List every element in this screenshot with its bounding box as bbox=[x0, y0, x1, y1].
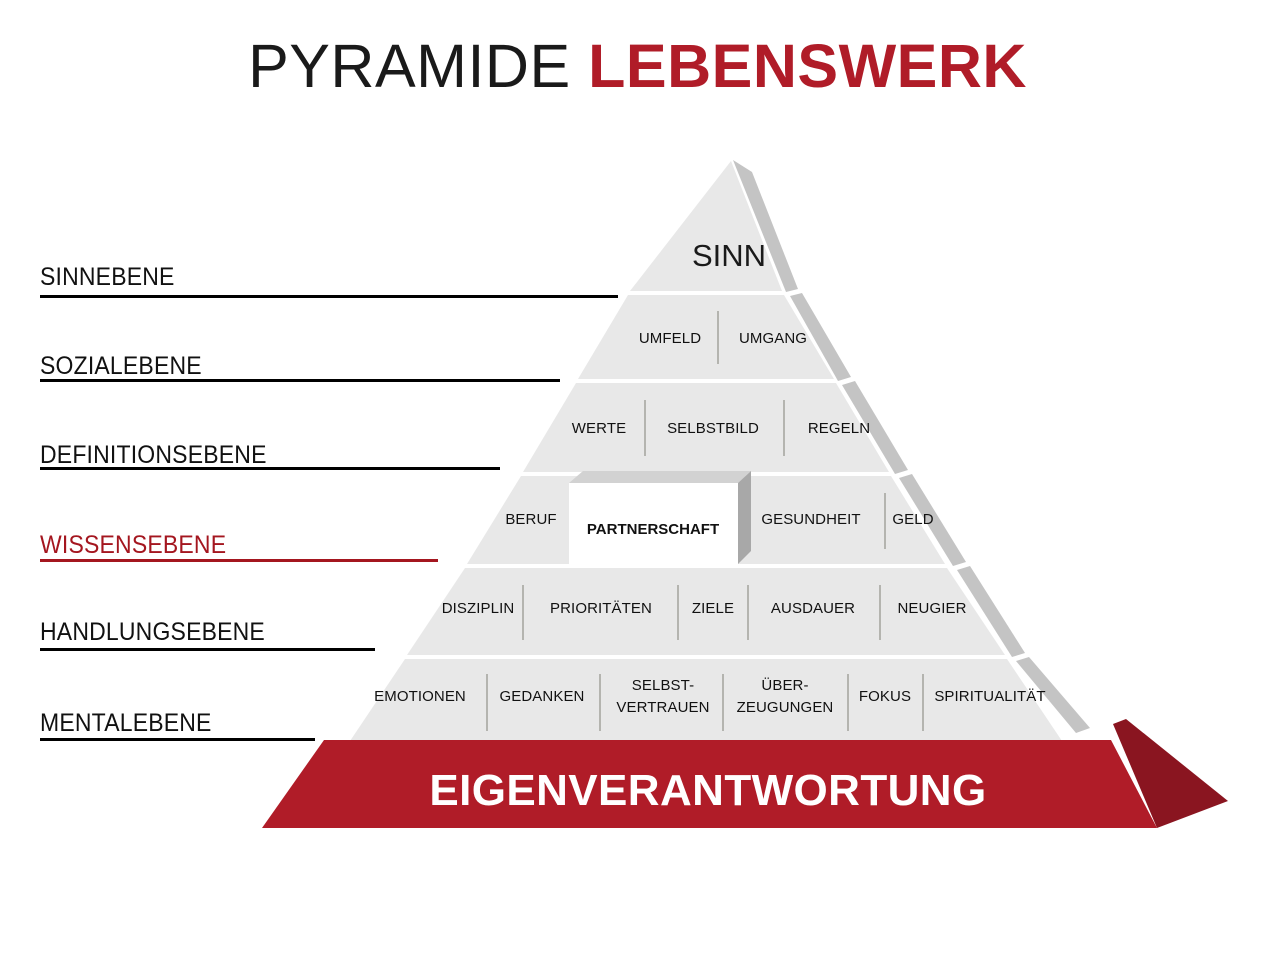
title-word-pyramide: PYRAMIDE bbox=[248, 32, 571, 100]
cell-selbstvertrauen-line1: SELBST- bbox=[632, 677, 694, 694]
cell-sinn: SINN bbox=[692, 238, 766, 273]
pop-block-top bbox=[569, 471, 751, 483]
cell-selbstbild: SELBSTBILD bbox=[667, 420, 759, 437]
cell-eigenverantwortung: EIGENVERANTWORTUNG bbox=[429, 766, 986, 815]
cell-selbstvertrauen-line2: VERTRAUEN bbox=[616, 699, 709, 716]
side-face-tier-5 bbox=[957, 566, 1025, 657]
level-label-sinnebene: SINNEBENE bbox=[40, 263, 175, 291]
level-label-handlungsebene: HANDLUNGSEBENE bbox=[40, 618, 265, 646]
level-rule-mentalebene bbox=[40, 738, 315, 741]
level-rule-handlungsebene bbox=[40, 648, 375, 651]
level-rule-definitionsebene bbox=[40, 467, 500, 470]
level-rule-wissensebene bbox=[40, 559, 438, 562]
side-face-base bbox=[1113, 719, 1228, 828]
level-label-mentalebene: MENTALEBENE bbox=[40, 709, 212, 737]
level-label-wissensebene: WISSENSEBENE bbox=[40, 531, 227, 559]
cell-spiritualitaet: SPIRITUALITÄT bbox=[934, 688, 1045, 705]
pop-block-right bbox=[738, 471, 751, 564]
cell-prioritaeten: PRIORITÄTEN bbox=[550, 600, 652, 617]
cell-umgang: UMGANG bbox=[739, 330, 807, 347]
cell-umfeld: UMFELD bbox=[639, 330, 701, 347]
cell-gesundheit: GESUNDHEIT bbox=[761, 511, 860, 528]
level-label-sozialebene: SOZIALEBENE bbox=[40, 352, 202, 380]
cell-emotionen: EMOTIONEN bbox=[374, 688, 466, 705]
cell-disziplin: DISZIPLIN bbox=[442, 600, 515, 617]
cell-fokus: FOKUS bbox=[859, 688, 911, 705]
page-title: PYRAMIDE LEBENSWERK bbox=[0, 36, 1275, 97]
cell-partnerschaft: PARTNERSCHAFT bbox=[587, 521, 719, 538]
cell-geld: GELD bbox=[892, 511, 933, 528]
level-label-definitionsebene: DEFINITIONSEBENE bbox=[40, 441, 267, 469]
cell-ueberzeugungen-line1: ÜBER- bbox=[761, 676, 808, 694]
level-rule-sinnebene bbox=[40, 295, 618, 298]
cell-ueberzeugungen-line2: ZEUGUNGEN bbox=[737, 699, 834, 716]
cell-ausdauer: AUSDAUER bbox=[771, 600, 855, 617]
level-rule-sozialebene bbox=[40, 379, 560, 382]
cell-beruf: BERUF bbox=[505, 511, 556, 528]
cell-werte: WERTE bbox=[572, 420, 626, 437]
cell-ziele: ZIELE bbox=[692, 600, 734, 617]
cell-neugier: NEUGIER bbox=[897, 600, 966, 617]
title-word-lebenswerk: LEBENSWERK bbox=[588, 32, 1027, 100]
title-space bbox=[571, 32, 588, 100]
cell-gedanken: GEDANKEN bbox=[500, 688, 585, 705]
cell-regeln: REGELN bbox=[808, 420, 870, 437]
